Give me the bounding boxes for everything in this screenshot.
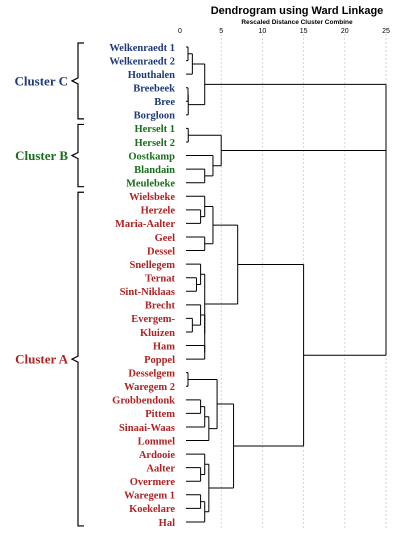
dendrogram-link	[186, 209, 202, 224]
leaf-label: Evergem-	[131, 314, 175, 325]
leaf-label: Herzele	[141, 206, 176, 217]
leaf-label: Pittem	[145, 409, 175, 420]
leaf-label: Ham	[153, 341, 175, 352]
dendrogram-link	[204, 224, 239, 305]
dendrogram-link	[186, 372, 189, 387]
dendrogram-link	[186, 317, 193, 333]
dendrogram-link	[186, 467, 202, 482]
leaf-label: Houthalen	[128, 70, 175, 81]
dendrogram-link	[186, 93, 189, 116]
leaf-label: Borgloon	[134, 111, 176, 122]
chart-title: Dendrogram using Ward Linkage	[211, 5, 384, 17]
cluster-brace	[70, 191, 84, 527]
dendrogram-link	[186, 277, 197, 292]
dendrogram-link	[188, 378, 218, 430]
x-tick-label: 0	[178, 28, 182, 35]
leaf-label: Welkenraedt 1	[109, 43, 175, 54]
dendrogram-link	[186, 501, 206, 523]
cluster-brace	[70, 42, 84, 120]
leaf-label: Breebeek	[133, 84, 175, 95]
dendrogram-link	[186, 236, 206, 252]
dendrogram-links	[186, 46, 387, 523]
dendrogram-link	[200, 273, 206, 334]
leaf-label: Brecht	[145, 301, 176, 312]
leaf-label: Meulebeke	[126, 179, 175, 190]
leaf-labels: Welkenraedt 1 Welkenraedt 2 HouthalenBreeb…	[109, 43, 175, 529]
dendrogram-link	[186, 127, 189, 143]
leaf-label: Overmere	[130, 477, 176, 488]
leaf-label: Geel	[155, 233, 175, 244]
dendrogram-link	[233, 264, 305, 447]
cluster-label: Cluster B	[15, 148, 68, 163]
leaf-label: Blandain	[134, 165, 175, 176]
dendrogram-link	[186, 53, 193, 75]
dendrogram-link	[186, 453, 206, 475]
cluster-label: Cluster A	[15, 352, 68, 367]
cluster-labels: Cluster C Cluster B Cluster A	[14, 42, 84, 527]
leaf-label: Desselgem	[128, 368, 175, 379]
leaf-label: Sinaai-Waas	[119, 423, 175, 434]
chart-subtitle: Rescaled Distance Cluster Combine	[241, 19, 353, 26]
cluster-brace	[70, 123, 84, 188]
dendrogram-link	[186, 263, 202, 285]
x-tick-label: 20	[341, 28, 349, 35]
dendrogram-link	[204, 463, 210, 513]
leaf-label: Kluizen	[140, 328, 175, 339]
leaf-label: Lommel	[138, 436, 175, 447]
leaf-label: Sint-Niklaas	[120, 287, 175, 298]
dendrogram-link	[186, 416, 210, 442]
dendrogram-link	[204, 83, 387, 253]
leaf-label: Ardooie	[139, 450, 176, 461]
x-tick-label: 25	[382, 28, 390, 35]
dendrogram-link	[188, 63, 206, 106]
leaf-label: Maria-Aalter	[115, 219, 175, 230]
x-tick-label: 5	[219, 28, 223, 35]
leaf-label: Oostkamp	[128, 151, 175, 162]
x-tick-label: 10	[259, 28, 267, 35]
dendrogram-link	[200, 314, 206, 353]
leaf-label: Wielsbeke	[129, 192, 175, 203]
dendrogram-link	[186, 155, 214, 177]
leaf-label: Grobbendonk	[112, 396, 175, 407]
dendrogram-link	[186, 345, 206, 360]
dendrogram-link	[186, 406, 206, 428]
leaf-label: Herselt 1	[134, 124, 175, 135]
x-tick-label: 15	[300, 28, 308, 35]
dendrogram-link	[186, 399, 202, 414]
leaf-label: Hal	[159, 518, 175, 529]
dendrogram-link	[186, 87, 189, 102]
dendrogram-link	[204, 205, 214, 245]
leaf-label: Bree	[154, 97, 175, 108]
leaf-label: Dessel	[147, 246, 175, 257]
dendrogram-link	[188, 134, 222, 167]
dendrogram-link	[186, 168, 206, 184]
x-axis-ticks: 0 5 10 15 20 25	[178, 28, 390, 35]
leaf-label: Ternat	[145, 273, 175, 284]
leaf-label: Aalter	[146, 463, 175, 474]
leaf-label: Koekelare	[129, 504, 175, 515]
leaf-label: Welkenraedt 2	[109, 56, 175, 67]
leaf-label: Waregem 2	[124, 382, 175, 393]
dendrogram-link	[186, 304, 202, 326]
dendrogram-link	[186, 195, 206, 218]
dendrogram-link	[186, 46, 189, 62]
leaf-label: Poppel	[144, 355, 175, 366]
dendrogram-link	[186, 494, 202, 509]
grid-lines	[220, 34, 387, 530]
cluster-label: Cluster C	[14, 73, 68, 88]
leaf-label: Snellegem	[130, 260, 176, 271]
leaf-label: Waregem 1	[124, 491, 175, 502]
leaf-label: Herselt 2	[134, 138, 175, 149]
